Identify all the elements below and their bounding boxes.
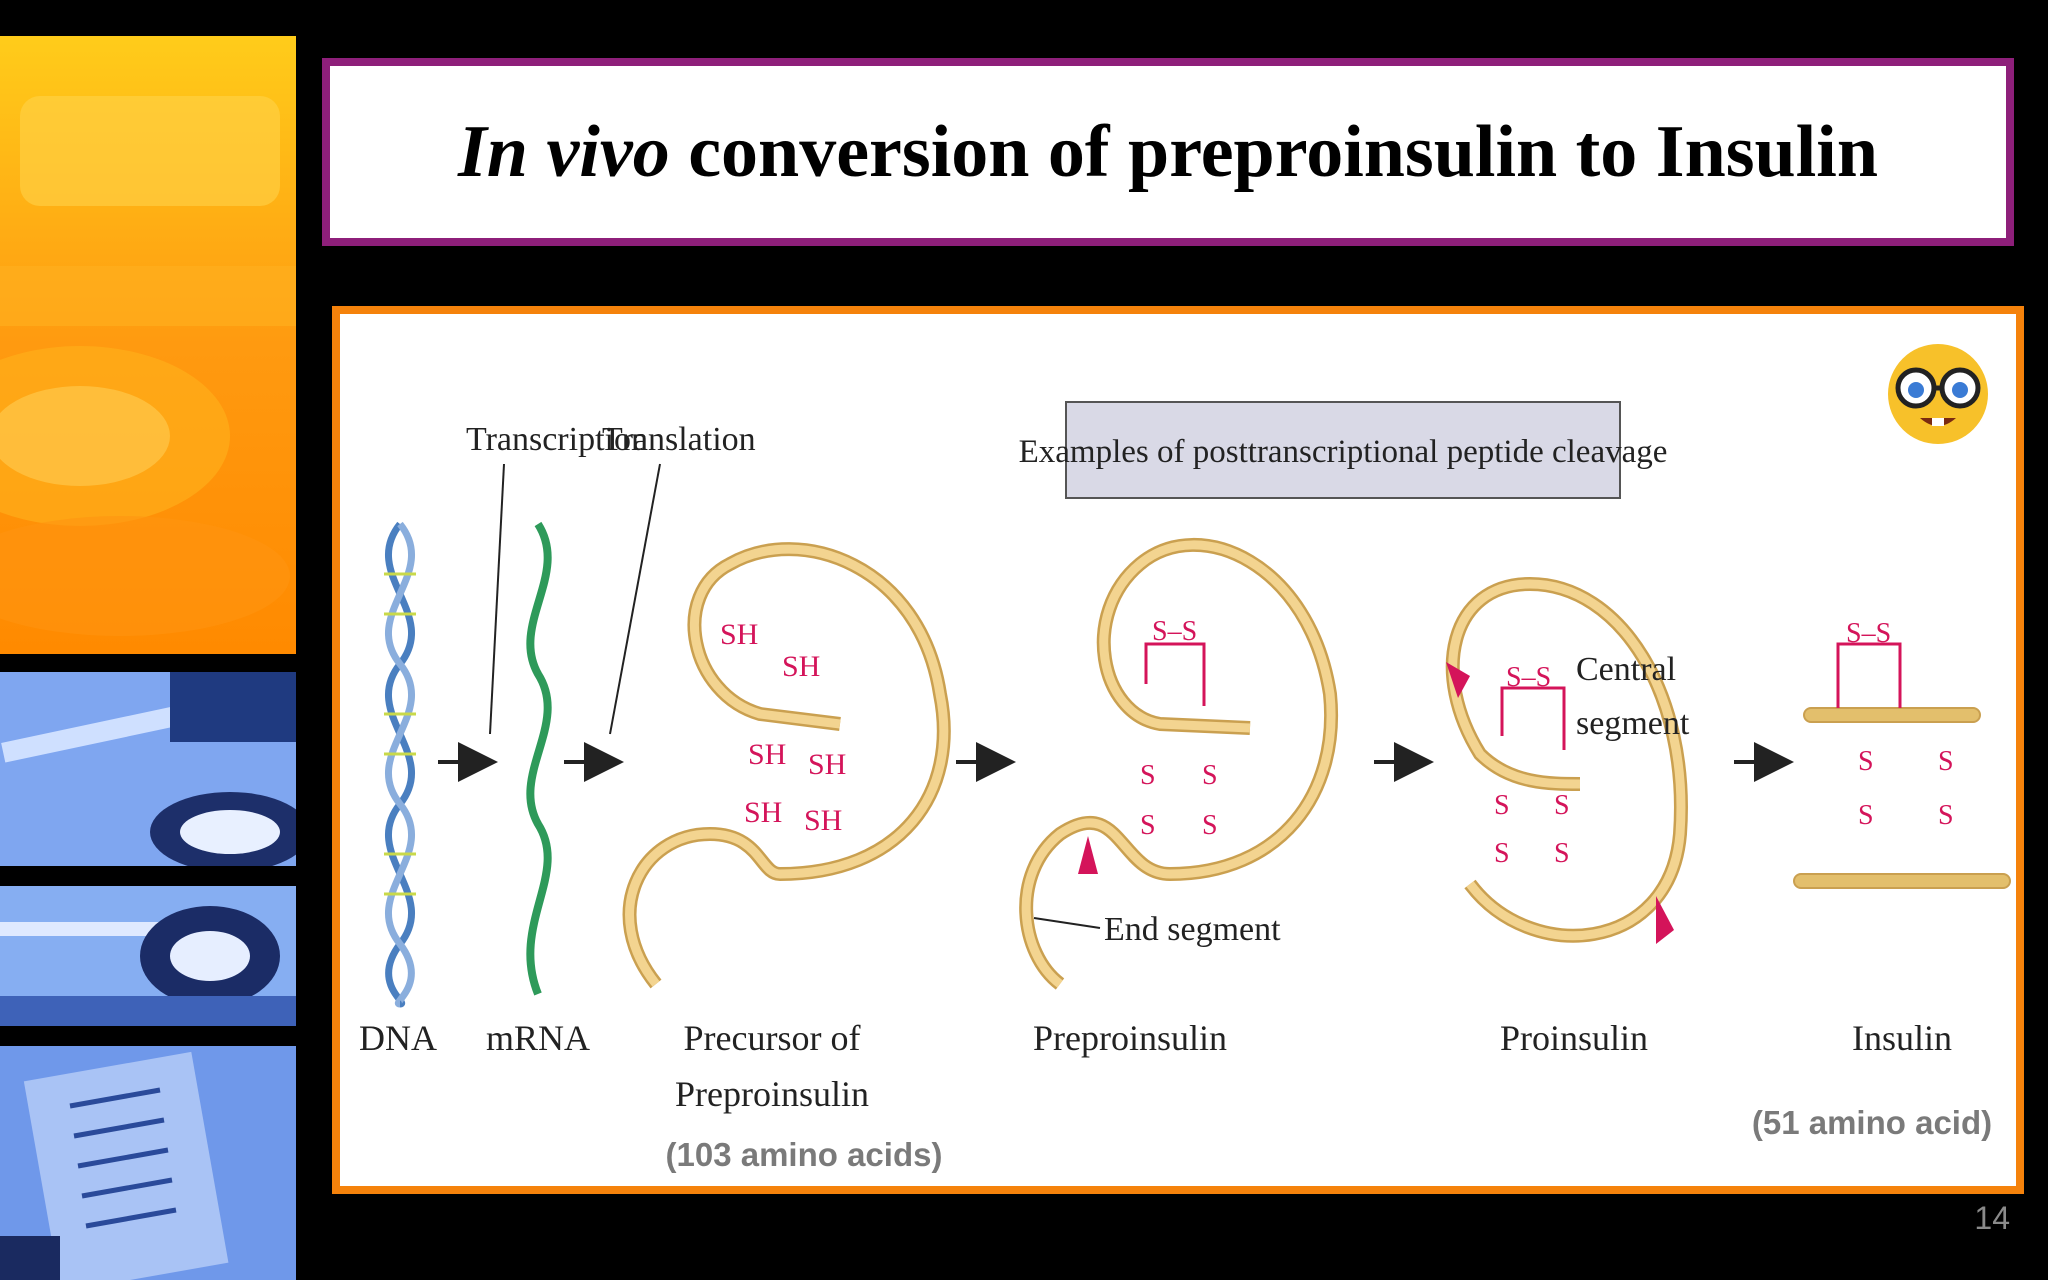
cleavage-site-icon xyxy=(1078,836,1098,874)
sh-label: SH xyxy=(744,796,782,829)
s-label: S xyxy=(1554,790,1570,821)
central-segment-label-1: Central xyxy=(1576,651,1676,688)
disulfide-label: S–S xyxy=(1506,662,1551,693)
s-label: S xyxy=(1202,810,1218,841)
sh-label: SH xyxy=(808,748,846,781)
slide-title-italic: In vivo xyxy=(458,110,670,193)
insulin-conversion-figure: Examples of posttranscriptional peptide … xyxy=(332,306,2024,1194)
s-label: S xyxy=(1554,838,1570,869)
cleavage-site-icon xyxy=(1446,662,1470,698)
s-label: S xyxy=(1858,800,1874,831)
disulfide-label: S–S xyxy=(1846,618,1891,649)
slide-title: In vivo conversion of preproinsulin to I… xyxy=(458,110,1878,195)
slide-title-box: In vivo conversion of preproinsulin to I… xyxy=(322,58,2014,246)
translation-label: Translation xyxy=(602,421,756,458)
s-label: S xyxy=(1202,760,1218,791)
stage-label-proinsulin: Proinsulin xyxy=(1500,1018,1648,1058)
slide-title-rest: conversion of preproinsulin to Insulin xyxy=(669,110,1878,193)
proinsulin-chain: S–S S S S S Central segment xyxy=(1445,576,1690,944)
preproinsulin-chain: S–S S S S S End segment xyxy=(1019,537,1339,990)
side-image-orange xyxy=(0,36,296,654)
s-label: S xyxy=(1140,760,1156,791)
stage-label-precursor-2: Preproinsulin xyxy=(675,1074,869,1114)
transcription-pointer xyxy=(489,463,505,735)
precursor-chain: SH SH SH SH SH SH xyxy=(622,542,951,989)
nerd-face-icon xyxy=(1888,344,1988,444)
disulfide-label: S–S xyxy=(1152,616,1197,647)
stage-label-dna: DNA xyxy=(359,1018,437,1058)
dna-helix-icon xyxy=(384,521,416,1008)
precursor-amino-acid-note: (103 amino acids) xyxy=(666,1136,943,1173)
insulin-chains: S–S S S S S xyxy=(1793,618,2011,889)
end-segment-label: End segment xyxy=(1104,911,1281,948)
sh-label: SH xyxy=(804,804,842,837)
side-image-blue-2 xyxy=(0,886,296,1026)
mrna-strand-icon xyxy=(526,521,552,996)
slide-number: 14 xyxy=(1974,1200,2010,1236)
stage-label-preproinsulin: Preproinsulin xyxy=(1033,1018,1227,1058)
stage-label-mrna: mRNA xyxy=(486,1018,590,1058)
side-image-blue-1 xyxy=(0,672,296,866)
header-box-label: Examples of posttranscriptional peptide … xyxy=(1019,434,1668,470)
s-label: S xyxy=(1140,810,1156,841)
translation-pointer xyxy=(609,463,661,735)
s-label: S xyxy=(1858,746,1874,777)
s-label: S xyxy=(1494,838,1510,869)
stage-label-precursor-1: Precursor of xyxy=(684,1018,861,1058)
posttranscriptional-header: Examples of posttranscriptional peptide … xyxy=(1019,401,1668,499)
s-label: S xyxy=(1938,800,1954,831)
transcription-label: Transcription xyxy=(466,421,648,458)
stage-label-insulin: Insulin xyxy=(1852,1018,1952,1058)
central-segment-label-2: segment xyxy=(1576,705,1690,742)
cleavage-site-icon xyxy=(1656,896,1674,944)
sh-label: SH xyxy=(748,738,786,771)
side-image-blue-3 xyxy=(0,1046,296,1280)
s-label: S xyxy=(1494,790,1510,821)
s-label: S xyxy=(1938,746,1954,777)
sh-label: SH xyxy=(782,650,820,683)
insulin-amino-acid-note: (51 amino acid) xyxy=(1752,1104,1992,1141)
sh-label: SH xyxy=(720,618,758,651)
